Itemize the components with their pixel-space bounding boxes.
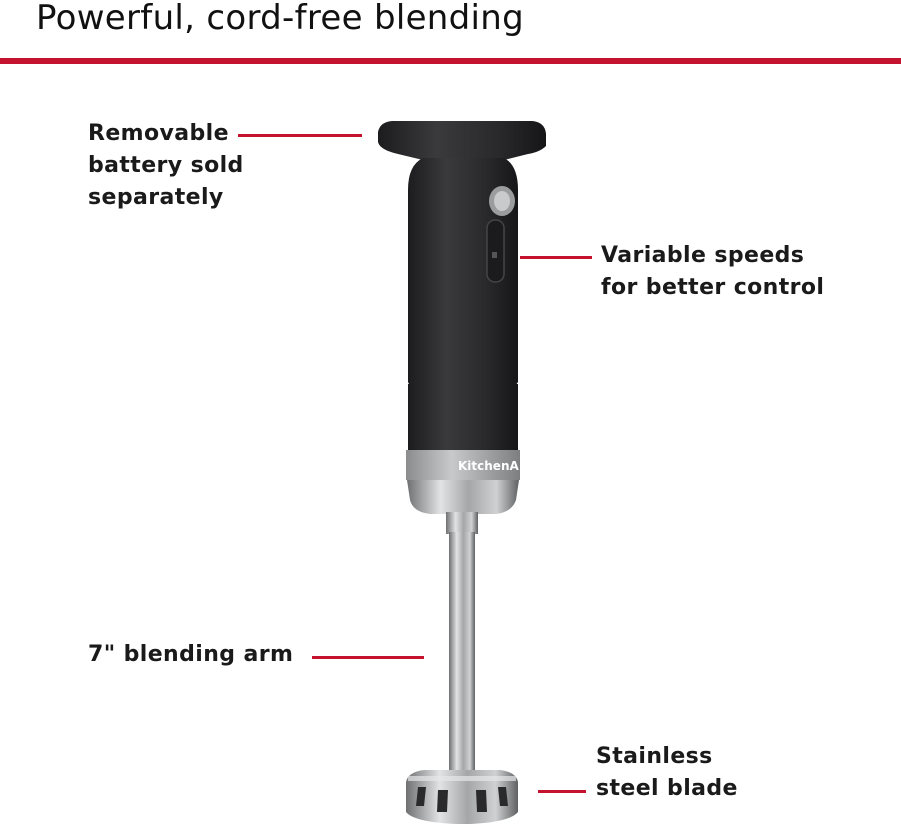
callout-text-line: separately [88,185,224,210]
leader-line-speeds [520,256,592,259]
brand-logo: KitchenA [458,459,519,473]
callout-text-line: Stainless [596,744,713,769]
page-title: Powerful, cord-free blending [36,0,525,38]
callout-variable-speeds: Variable speeds for better control [601,240,824,304]
leader-line-arm [312,656,424,659]
callout-text-line: 7" blending arm [88,642,294,667]
leader-line-blade [538,790,586,793]
blender-motor-base: KitchenA [406,384,520,514]
callout-text-line: Removable [88,121,229,146]
blender-top-cap [378,121,546,160]
speed-slider-icon [486,219,505,283]
callout-text-line: Variable speeds [601,243,805,268]
blade-guard [406,770,518,824]
callout-text-line: battery sold [88,153,244,178]
callout-text-line: for better control [601,275,825,300]
callout-steel-blade: Stainless steel blade [596,741,738,805]
blending-arm [446,512,478,772]
callout-removable-battery: Removable battery sold separately [88,118,244,214]
callout-text-line: steel blade [596,776,738,801]
title-divider [0,58,901,64]
leader-line-battery [238,134,362,137]
blender-handle [408,158,518,390]
callout-blending-arm: 7" blending arm [88,639,293,671]
